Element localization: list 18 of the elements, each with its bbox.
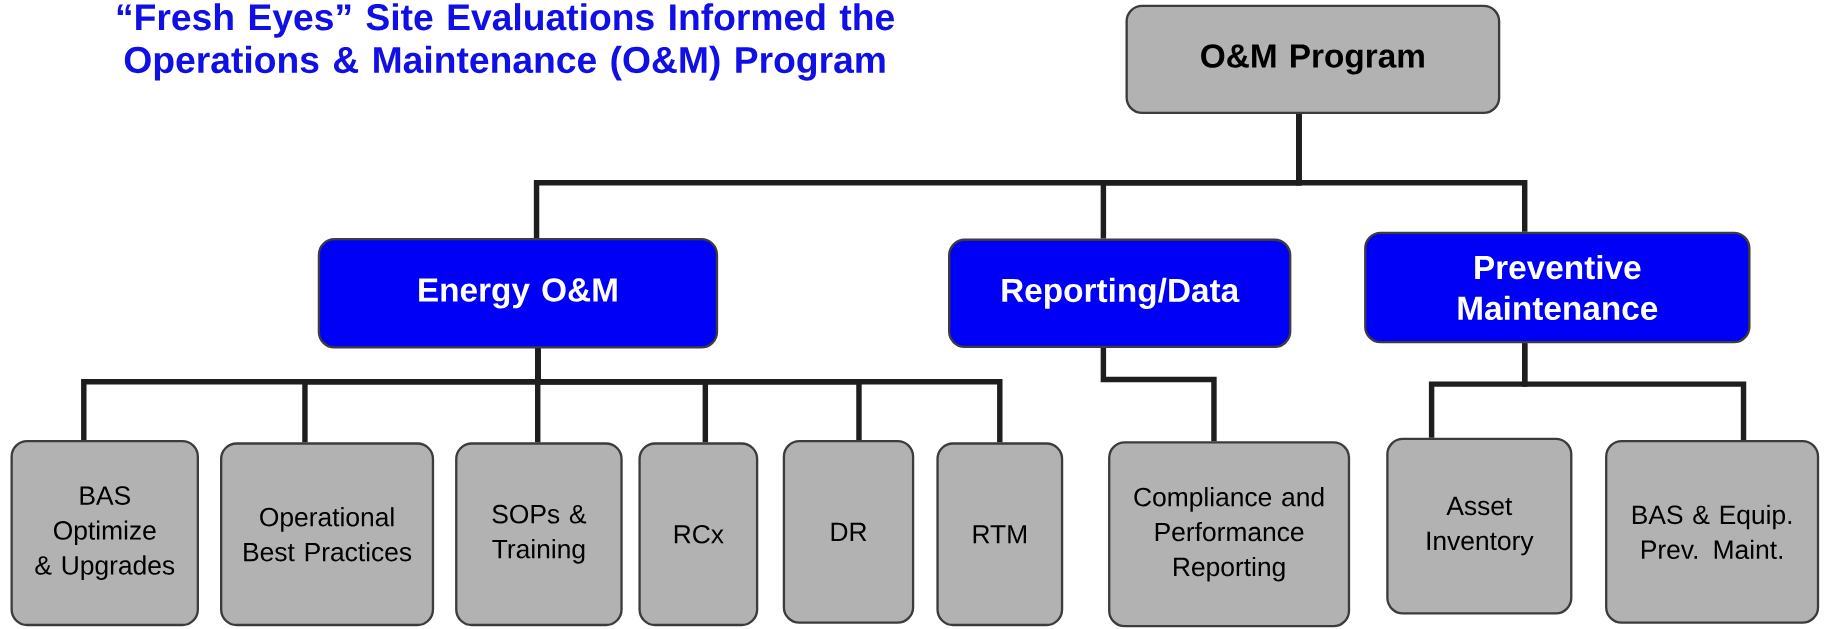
task-box: BAS & Equip. Prev. Maint. bbox=[1605, 440, 1820, 625]
connector-line bbox=[1100, 348, 1217, 442]
task-box: Asset Inventory bbox=[1386, 437, 1573, 615]
category-box: Reporting/Data bbox=[948, 238, 1292, 349]
task-box: DR bbox=[782, 440, 915, 625]
connector-line bbox=[1296, 114, 1528, 232]
task-box: SOPs & Training bbox=[455, 442, 623, 627]
connector-line bbox=[535, 348, 1003, 443]
task-box: BAS Optimize & Upgrades bbox=[10, 440, 200, 627]
task-box: Compliance and Performance Reporting bbox=[1108, 441, 1351, 628]
category-box: Energy O&M bbox=[317, 238, 719, 349]
task-box: RTM bbox=[936, 442, 1064, 627]
category-box: Preventive Maintenance bbox=[1364, 231, 1751, 344]
task-box: Operational Best Practices bbox=[220, 442, 435, 627]
title: “Fresh Eyes” Site Evaluations Informed the Operations & Maintenance (O&M) Program bbox=[117, 3, 894, 81]
connector-line bbox=[1522, 343, 1747, 441]
task-box: RCx bbox=[638, 442, 759, 627]
program-box: O&M Program bbox=[1125, 4, 1501, 115]
